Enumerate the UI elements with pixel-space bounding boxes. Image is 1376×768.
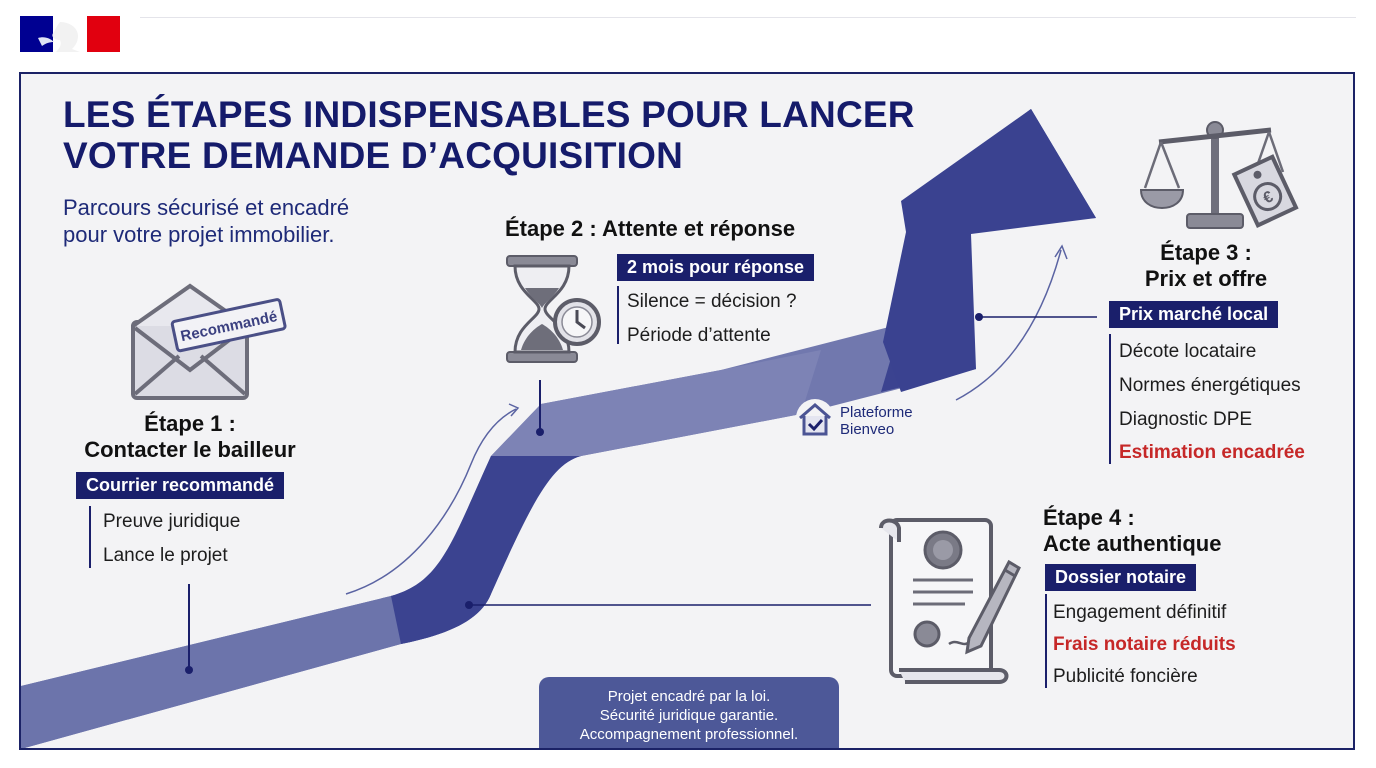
step4-title-line-1: Étape 4 :: [1043, 505, 1135, 530]
progress-road: [21, 109, 1097, 748]
step1-title-line-1: Étape 1 :: [144, 411, 236, 436]
step3-item: Décote locataire: [1119, 341, 1257, 362]
step3-title-line-1: Étape 3 :: [1160, 240, 1252, 265]
step2-item: Période d’attente: [627, 325, 771, 346]
step3-item: Normes énergétiques: [1119, 375, 1301, 396]
step1-tag: Courrier recommandé: [76, 472, 285, 499]
platform-line-2: Bienveo: [840, 421, 895, 438]
title-line-1: LES ÉTAPES INDISPENSABLES POUR LANCER: [63, 94, 915, 135]
subtitle: Parcours sécurisé et encadré pour votre …: [63, 194, 349, 248]
step2-bar: [617, 286, 619, 344]
step3-title-line-2: Prix et offre: [1144, 266, 1268, 291]
step3-tag: Prix marché local: [1109, 301, 1279, 328]
marianne-logo: [20, 16, 120, 52]
info-note: Projet encadré par la loi. Sécurité juri…: [539, 677, 839, 748]
step3-bar: [1109, 334, 1111, 464]
scale-icon: €: [1139, 121, 1299, 229]
step3-item: Diagnostic DPE: [1119, 409, 1253, 430]
step2-item: Silence = décision ?: [627, 291, 797, 312]
price-tag-icon: €: [1231, 154, 1299, 228]
pen-icon: [965, 559, 1021, 655]
platform-line-1: Plateforme: [840, 404, 913, 421]
step4-title-line-2: Acte authentique: [1043, 531, 1222, 556]
deed-icon: [879, 518, 1021, 684]
clock-icon: [553, 298, 601, 346]
envelope-icon: Recommandé: [131, 283, 287, 400]
subtitle-line-1: Parcours sécurisé et encadré: [63, 195, 350, 220]
step4-tag: Dossier notaire: [1045, 564, 1197, 591]
house-check-icon: [796, 399, 834, 437]
step4-item-highlight: Frais notaire réduits: [1053, 634, 1236, 655]
step3-item-highlight: Estimation encadrée: [1119, 442, 1305, 463]
hourglass-icon: [506, 255, 601, 363]
subtitle-line-2: pour votre projet immobilier.: [63, 222, 335, 247]
title-line-2: VOTRE DEMANDE D’ACQUISITION: [63, 135, 684, 176]
step1-item: Lance le projet: [103, 545, 228, 566]
step4-item: Publicité foncière: [1053, 666, 1198, 687]
step1-title-line-2: Contacter le bailleur: [84, 437, 296, 462]
step1-item: Preuve juridique: [103, 511, 241, 532]
step1-title: Étape 1 : Contacter le bailleur: [75, 411, 305, 463]
platform-label: Plateforme Bienveo: [840, 404, 913, 438]
step2-title: Étape 2 : Attente et réponse: [505, 216, 796, 241]
step3-title: Étape 3 : Prix et offre: [1103, 240, 1309, 292]
main-title: LES ÉTAPES INDISPENSABLES POUR LANCER VO…: [63, 94, 915, 176]
note-line-3: Accompagnement professionnel.: [579, 726, 799, 743]
step2-tag: 2 mois pour réponse: [617, 254, 815, 281]
note-line-2: Sécurité juridique garantie.: [599, 707, 779, 724]
header-rule: [140, 17, 1356, 18]
step4-bar: [1045, 594, 1047, 688]
note-line-1: Projet encadré par la loi.: [607, 688, 771, 705]
infographic-frame: LES ÉTAPES INDISPENSABLES POUR LANCER VO…: [19, 72, 1355, 750]
step4-item: Engagement définitif: [1053, 602, 1227, 623]
step1-bar: [89, 506, 91, 568]
step4-title: Étape 4 : Acte authentique: [1043, 505, 1221, 557]
